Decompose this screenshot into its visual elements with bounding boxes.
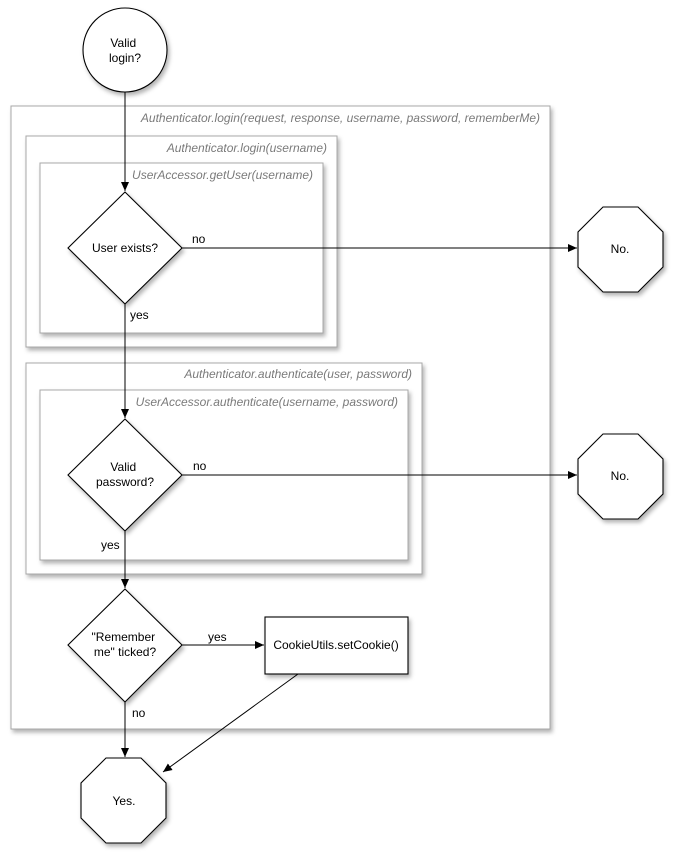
process-set-cookie: CookieUtils.setCookie() [264, 616, 409, 675]
terminal-label: No. [611, 242, 630, 256]
process-label: CookieUtils.setCookie() [273, 638, 398, 652]
edge-cookie-to-yes [162, 673, 299, 773]
terminal-label: No. [611, 469, 630, 483]
edge-label-yes: yes [208, 630, 227, 644]
edge-label-no: no [192, 232, 206, 246]
frame-label: Authenticator.authenticate(user, passwor… [183, 367, 412, 381]
frame-label: Authenticator.login(username) [166, 141, 327, 155]
start-node-label: Valid login? [109, 36, 141, 65]
edge-label-yes: yes [130, 308, 149, 322]
decision-remember-me: "Remember me" ticked? [67, 588, 183, 703]
frame-label: UserAccessor.authenticate(username, pass… [136, 395, 398, 409]
edge-label-no: no [132, 706, 146, 720]
decision-label: Valid password? [96, 460, 154, 489]
edge-label-no: no [193, 459, 207, 473]
terminal-yes: Yes. [80, 757, 167, 844]
decision-label: "Remember me" ticked? [92, 630, 159, 659]
terminal-no-user: No. [577, 206, 664, 293]
terminal-label: Yes. [113, 794, 136, 808]
edge-label-yes: yes [101, 538, 120, 552]
start-node: Valid login? [82, 7, 168, 93]
decision-valid-password: Valid password? [67, 418, 183, 532]
terminal-no-password: No. [577, 433, 664, 520]
decision-user-exists: User exists? [67, 191, 183, 305]
decision-label: User exists? [92, 241, 158, 255]
frame-label: UserAccessor.getUser(username) [132, 168, 313, 182]
frame-label: Authenticator.login(request, response, u… [140, 111, 540, 125]
